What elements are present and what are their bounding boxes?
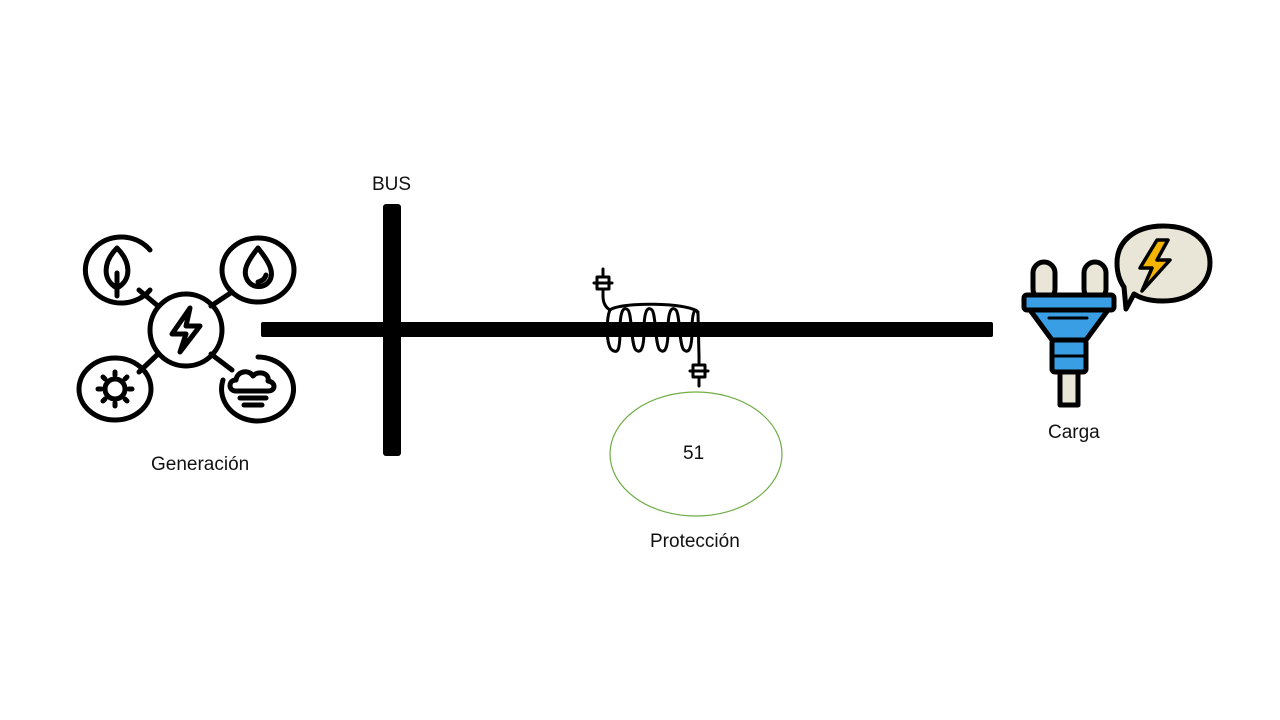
bus-bar bbox=[383, 204, 401, 456]
coil-icon bbox=[592, 267, 710, 388]
protection-label: Protección bbox=[650, 531, 740, 552]
renewable-generation-icon bbox=[76, 234, 297, 424]
bus-label: BUS bbox=[372, 174, 412, 195]
relay-code-label: 51 bbox=[683, 443, 705, 464]
main-line bbox=[261, 322, 993, 337]
electric-plug-icon bbox=[1021, 223, 1213, 408]
relay-circle bbox=[609, 391, 783, 517]
load-label: Carga bbox=[1048, 422, 1100, 443]
generation-label: Generación bbox=[151, 454, 250, 475]
